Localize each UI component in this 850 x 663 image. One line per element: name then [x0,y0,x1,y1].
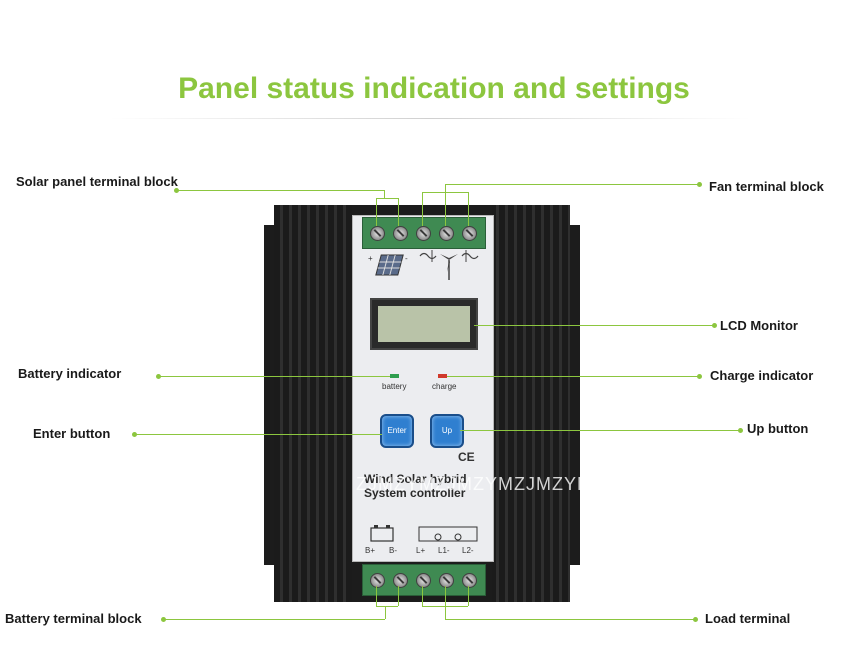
charge-indicator-label: Charge indicator [710,368,814,383]
leader-line [176,190,384,191]
leader-line [385,606,386,619]
ce-mark: CE [458,450,475,464]
leader-line [422,192,423,226]
battery-terminal-screw[interactable] [370,573,385,588]
wind-turbine-icon [419,250,479,280]
leader-dot [697,374,702,379]
charge-led-label: charge [432,382,457,391]
model-name: Wind Solar hybrid System controller [364,472,484,500]
terminal-label-b-minus: B- [389,546,397,555]
battery-led-label: battery [382,382,407,391]
solar-terminal-screw[interactable] [370,226,385,241]
enter-button-label: Enter button [33,426,111,441]
terminal-label-l-plus: L+ [416,546,426,555]
load-terminal-label: Load terminal [705,611,791,626]
leader-line [398,198,399,226]
left-mounting-flange [264,225,276,565]
solar-panel-icon [375,254,404,276]
charge-indicator-led [438,374,447,378]
fan-terminal-screw[interactable] [416,226,431,241]
right-heatsink [490,205,570,602]
load-terminal-screw[interactable] [416,573,431,588]
up-button[interactable]: Up [430,414,464,448]
load-terminal-screw[interactable] [439,573,454,588]
leader-line [445,586,446,606]
terminal-label-l2-minus: L2- [462,546,474,555]
leader-line [384,190,385,198]
solar-polarity-minus: - [405,254,408,263]
leader-line [445,184,446,192]
leader-line [158,376,390,377]
battery-icon [370,525,394,542]
lcd-screen [378,306,470,342]
page-title: Panel status indication and settings [178,72,690,105]
leader-line [445,606,446,619]
leader-line [447,376,699,377]
fan-terminal-block-label: Fan terminal block [709,179,824,194]
title-divider [110,118,750,119]
leader-line [134,434,382,435]
leader-line [398,586,399,606]
leader-dot [693,617,698,622]
lcd-monitor-label: LCD Monitor [720,318,798,333]
battery-terminal-screw[interactable] [393,573,408,588]
load-terminal-screw[interactable] [462,573,477,588]
leader-line [163,619,385,620]
enter-button[interactable]: Enter [380,414,414,448]
leader-line [422,606,468,607]
battery-indicator-led [390,374,399,378]
leader-line [460,430,740,431]
leader-line [468,192,469,226]
leader-line [376,606,398,607]
model-line-1: Wind Solar hybrid [364,472,467,486]
battery-terminal-block-label: Battery terminal block [5,611,142,626]
terminal-label-b-plus: B+ [365,546,376,555]
lcd-monitor [370,298,478,350]
leader-dot [697,182,702,187]
leader-dot [738,428,743,433]
leader-line [376,586,377,606]
battery-indicator-label: Battery indicator [18,366,122,381]
leader-line [468,586,469,606]
left-heatsink [274,205,354,602]
leader-dot [712,323,717,328]
leader-line [422,586,423,606]
right-mounting-flange [568,225,580,565]
solar-terminal-screw[interactable] [393,226,408,241]
solar-panel-terminal-block-label: Solar panel terminal block [16,174,178,189]
leader-line [376,198,377,226]
fan-terminal-screw[interactable] [462,226,477,241]
controller-faceplate [352,215,494,562]
model-line-2: System controller [364,486,466,500]
load-icon [418,526,478,542]
watermark-text: ZJMZYMZJMZYMZJMZYM [356,474,593,494]
solar-polarity-plus: + [368,254,373,263]
fan-terminal-screw[interactable] [439,226,454,241]
leader-line [445,192,446,226]
up-button-label: Up button [747,421,809,436]
leader-line [474,325,714,326]
leader-line [376,198,398,199]
terminal-label-l1-minus: L1- [438,546,450,555]
leader-line [445,619,695,620]
leader-line [445,184,699,185]
